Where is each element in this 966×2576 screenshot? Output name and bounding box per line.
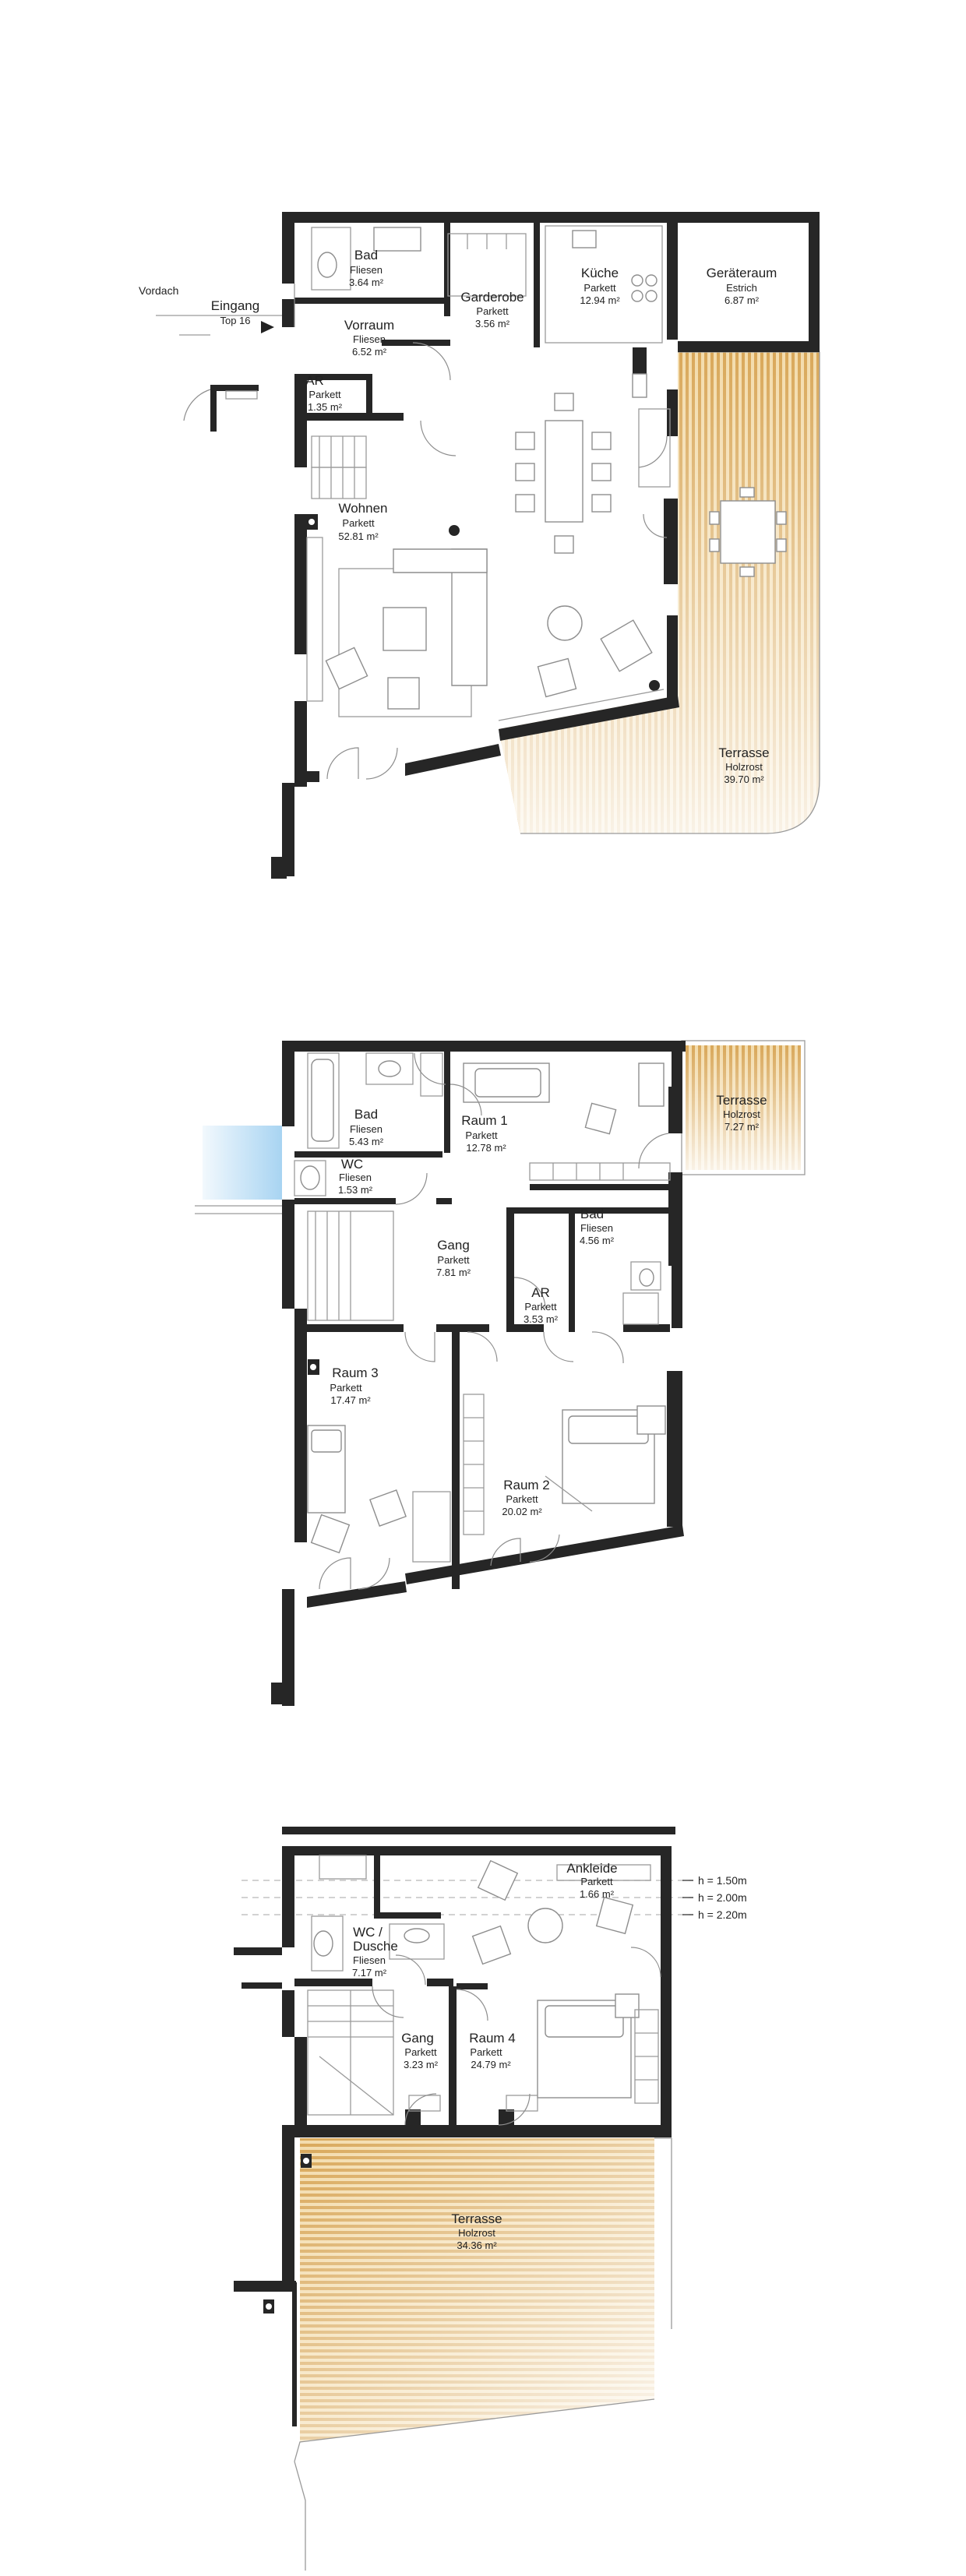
room-material: Fliesen bbox=[339, 1172, 372, 1183]
room-area: 1.66 m² bbox=[580, 1888, 615, 1900]
room-material: Parkett bbox=[583, 282, 616, 294]
labels-floor1: Bad Fliesen 3.64 m² Vorraum Fliesen 6.52… bbox=[139, 248, 777, 785]
room-material: Parkett bbox=[465, 1129, 498, 1141]
room-material: Fliesen bbox=[350, 1123, 383, 1135]
room-area: 3.64 m² bbox=[349, 277, 384, 288]
ceiling-height-label: h = 2.20m bbox=[698, 1908, 747, 1921]
room-material: Fliesen bbox=[353, 1954, 386, 1966]
room-name: Garderobe bbox=[460, 290, 524, 305]
room-area: 5.43 m² bbox=[349, 1136, 384, 1147]
room-material: Parkett bbox=[437, 1254, 470, 1266]
room-material: Holzrost bbox=[723, 1108, 760, 1120]
room-name: AR bbox=[531, 1285, 550, 1300]
room-name: Raum 4 bbox=[469, 2031, 516, 2046]
room-area: 1.53 m² bbox=[338, 1184, 373, 1196]
room-area: 39.70 m² bbox=[724, 774, 764, 785]
room-name: Terrasse bbox=[716, 1093, 767, 1108]
room-material: Parkett bbox=[470, 2046, 502, 2058]
room-area: 6.52 m² bbox=[352, 346, 387, 358]
room-name: Ankleide bbox=[566, 1861, 617, 1876]
unit-number-label: Top 16 bbox=[220, 315, 250, 326]
room-area: 7.17 m² bbox=[352, 1967, 387, 1979]
room-name: Terrasse bbox=[718, 745, 769, 760]
room-area: 3.56 m² bbox=[475, 318, 510, 329]
room-area: 4.56 m² bbox=[580, 1235, 615, 1246]
room-area: 24.79 m² bbox=[471, 2059, 511, 2070]
room-area: 1.35 m² bbox=[308, 401, 343, 413]
room-area: 52.81 m² bbox=[338, 530, 379, 542]
entrance-steps bbox=[156, 315, 282, 400]
room-name: Wohnen bbox=[338, 501, 387, 516]
window-glazing bbox=[203, 1126, 282, 1200]
room-area: 6.87 m² bbox=[724, 294, 760, 306]
fixtures-floor3 bbox=[263, 1855, 659, 2313]
room-area: 3.53 m² bbox=[524, 1313, 559, 1325]
room-area: 7.81 m² bbox=[436, 1267, 471, 1278]
walls-floor1 bbox=[210, 212, 820, 879]
room-material: Holzrost bbox=[458, 2227, 495, 2239]
fixtures-floor1 bbox=[305, 225, 671, 721]
room-name: Raum 3 bbox=[332, 1366, 379, 1380]
terrace-deck-floor2 bbox=[681, 1040, 806, 1175]
floor-1: Bad Fliesen 3.64 m² Vorraum Fliesen 6.52… bbox=[139, 212, 820, 879]
room-material: Parkett bbox=[342, 517, 375, 529]
ceiling-height-label: h = 2.00m bbox=[698, 1891, 747, 1904]
terrace-deck-floor3 bbox=[292, 2137, 672, 2571]
room-material: Fliesen bbox=[350, 264, 383, 276]
room-area: 20.02 m² bbox=[502, 1506, 542, 1517]
room-name: Gang bbox=[437, 1238, 470, 1253]
fixtures-floor2 bbox=[294, 1052, 671, 1563]
floor-2: Bad Fliesen 5.43 m² Raum 1 Parkett 12.78… bbox=[195, 1040, 806, 1706]
doors-floor3 bbox=[372, 1947, 661, 2126]
terrace-deck-floor1 bbox=[499, 351, 820, 834]
room-material: Estrich bbox=[726, 282, 757, 294]
room-name: Bad bbox=[580, 1207, 604, 1221]
labels-floor2: Bad Fliesen 5.43 m² Raum 1 Parkett 12.78… bbox=[330, 1093, 767, 1517]
room-area: 17.47 m² bbox=[330, 1394, 371, 1406]
doors-floor2 bbox=[319, 1052, 669, 1590]
room-name: Raum 1 bbox=[461, 1113, 508, 1128]
walls-floor3 bbox=[234, 1846, 672, 2292]
room-material: Parkett bbox=[308, 389, 341, 400]
room-name: AR bbox=[305, 373, 324, 388]
room-material: Fliesen bbox=[353, 333, 386, 345]
room-material: Parkett bbox=[506, 1493, 538, 1505]
room-name: Vorraum bbox=[344, 318, 394, 333]
room-name: Terrasse bbox=[451, 2211, 502, 2226]
room-name: Raum 2 bbox=[503, 1478, 550, 1492]
room-name: WC / bbox=[353, 1925, 383, 1940]
roof-edge bbox=[282, 1827, 675, 1834]
room-area: 3.23 m² bbox=[404, 2059, 439, 2070]
room-area: 34.36 m² bbox=[457, 2239, 497, 2251]
doors-floor1 bbox=[183, 284, 668, 780]
room-material: Parkett bbox=[580, 1876, 613, 1887]
entrance-label: Eingang bbox=[211, 298, 259, 313]
canopy-label: Vordach bbox=[139, 284, 178, 297]
room-material: Parkett bbox=[330, 1382, 362, 1394]
room-material: Parkett bbox=[476, 305, 509, 317]
walls-floor2 bbox=[271, 1041, 686, 1706]
room-material: Fliesen bbox=[580, 1222, 613, 1234]
room-area: 7.27 m² bbox=[724, 1121, 760, 1133]
room-name: Küche bbox=[581, 266, 619, 280]
room-name: Bad bbox=[354, 1107, 378, 1122]
room-area: 12.94 m² bbox=[580, 294, 620, 306]
ceiling-height-label: h = 1.50m bbox=[698, 1874, 747, 1887]
room-name: Gang bbox=[401, 2031, 434, 2046]
floor-3: Ankleide Parkett 1.66 m² WC / Dusche Fli… bbox=[234, 1827, 747, 2571]
labels-floor3: Ankleide Parkett 1.66 m² WC / Dusche Fli… bbox=[352, 1861, 747, 2251]
room-name: Geräteraum bbox=[707, 266, 777, 280]
room-material: Parkett bbox=[404, 2046, 437, 2058]
room-name: Dusche bbox=[353, 1939, 398, 1954]
room-name: WC bbox=[341, 1157, 363, 1172]
room-material: Holzrost bbox=[725, 761, 763, 773]
room-area: 12.78 m² bbox=[466, 1142, 506, 1154]
room-name: Bad bbox=[354, 248, 378, 263]
room-material: Parkett bbox=[524, 1301, 557, 1313]
